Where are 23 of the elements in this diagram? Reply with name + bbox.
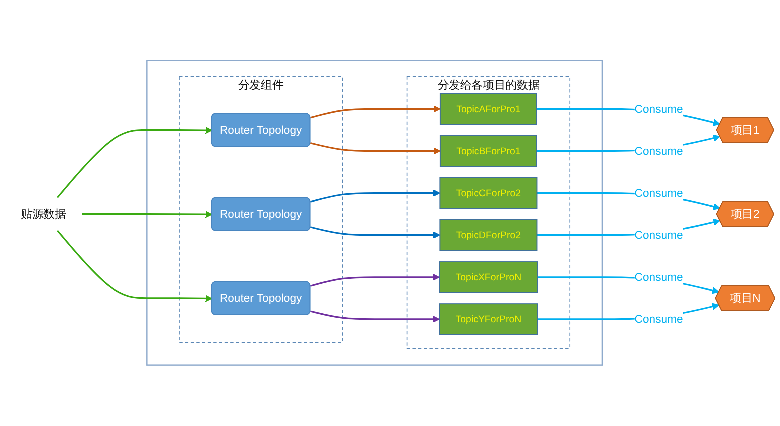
node-box: TopicAForPro1 — [440, 93, 538, 126]
arrow — [57, 126, 213, 198]
cluster — [146, 60, 604, 366]
node-text: 贴源数据 — [21, 207, 66, 220]
arrow — [310, 190, 440, 203]
node-box: TopicBForPro1 — [440, 135, 538, 168]
arrow — [310, 106, 441, 119]
arrow — [310, 226, 440, 239]
edge-label: Consume — [634, 228, 684, 242]
arrow — [310, 310, 440, 323]
arrow — [82, 211, 213, 218]
node-box: TopicXForProN — [439, 262, 538, 294]
node-box: TopicDForPro2 — [440, 219, 538, 252]
arrow — [310, 274, 440, 287]
edge-label: Consume — [634, 102, 684, 116]
edge-label: Consume — [634, 270, 684, 284]
node-box: TopicCForPro2 — [440, 177, 538, 210]
edge-label: Consume — [634, 312, 684, 326]
edge-label: Consume — [634, 144, 684, 158]
arrow — [57, 230, 213, 302]
arrow — [310, 142, 441, 155]
node-box: TopicYForProN — [439, 304, 538, 336]
edge-label: Consume — [634, 186, 684, 200]
